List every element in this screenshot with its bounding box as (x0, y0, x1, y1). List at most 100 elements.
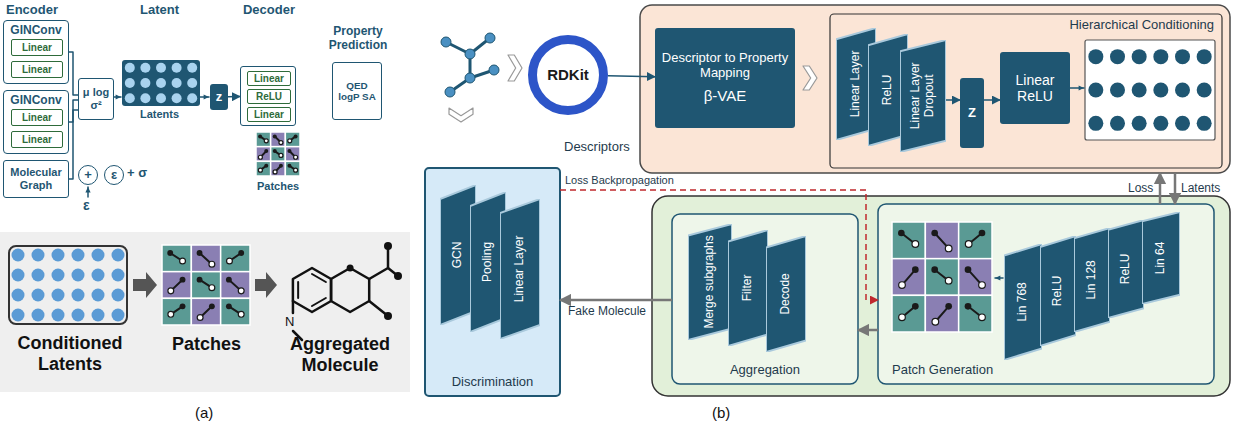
aggregation-panel: AggregationMerge subgraphsFilterDecode (672, 214, 858, 384)
node-text: Descriptor to Property Mapping (659, 51, 791, 81)
atom-dot (932, 318, 939, 325)
patch-cell (925, 259, 958, 296)
text-label: Encoder (6, 3, 58, 18)
atom-dot (226, 303, 232, 309)
patch-cell (959, 259, 992, 296)
layer-block: Linear Layer (500, 199, 540, 339)
latent-dot (187, 78, 197, 88)
inner-outline (830, 14, 1222, 168)
arrow-head (995, 275, 1000, 280)
atom-dot (258, 134, 262, 138)
atom-dot (180, 258, 186, 264)
node-text: GCN (451, 192, 465, 318)
layer-shape (1108, 220, 1144, 318)
node-text: QED logP SA (335, 80, 379, 103)
edge-label: Loss Backpropagation (565, 174, 674, 187)
linear-box: Linear (11, 39, 63, 56)
atom-dot (899, 314, 906, 321)
atom-dot (273, 170, 277, 174)
patch-cell (221, 298, 250, 325)
linear-box: Linear (247, 71, 291, 86)
noise-circle: ε (104, 165, 124, 185)
node-text: Linear Layer (849, 35, 863, 133)
atom-dot (273, 134, 277, 138)
latent-dot (125, 78, 135, 88)
bond-line (292, 301, 295, 313)
latent-dot (112, 249, 125, 262)
atom-dot (441, 37, 451, 47)
text-label: + σ (127, 166, 147, 181)
patch-cell (256, 147, 271, 162)
node-text: GINConv (10, 94, 61, 108)
layer-shape (900, 40, 946, 152)
atom-dot (945, 277, 952, 284)
node-text: Linear (22, 134, 52, 146)
latent-dot (1088, 83, 1103, 98)
layer-shape (728, 230, 768, 346)
edge-label: Loss (1128, 182, 1153, 196)
patch-cell (892, 295, 925, 332)
layer-block: Lin 128 (1074, 228, 1110, 332)
atom-dot (209, 261, 215, 267)
atom-dot (287, 149, 291, 153)
text-label: (a) (195, 404, 213, 421)
patch-cell (959, 222, 992, 259)
decoder-box: DecoderLinearReLULinear (240, 66, 296, 126)
connector (228, 96, 240, 98)
panel-rect (878, 204, 1214, 384)
latent-dot (172, 93, 182, 103)
node-text: Linear ReLU (1004, 72, 1066, 104)
latent-dot (52, 269, 65, 282)
node-heading: Patch Generation (892, 363, 993, 378)
latent-dot (1110, 49, 1125, 64)
latent-dot (112, 269, 125, 282)
node-heading: Hierarchical Conditioning (1069, 18, 1214, 33)
latent-vector-box: Z (960, 78, 984, 148)
patch-cell (221, 272, 250, 299)
node-text: Linear Layer (513, 206, 527, 332)
patch-cell (959, 295, 992, 332)
latent-dot (125, 63, 135, 73)
atom-dot (180, 303, 186, 309)
sum-circle: + (78, 165, 98, 185)
latent-dot (1197, 116, 1212, 131)
atom-dot (258, 168, 262, 172)
molecule-ring (331, 268, 369, 312)
text-label: Patches (172, 334, 241, 355)
panel-background (0, 232, 410, 392)
atom-dot (279, 164, 283, 168)
patch-cell (271, 132, 286, 147)
node-text: Z (968, 106, 976, 121)
latent-dot (72, 269, 85, 282)
patch-cell (162, 245, 191, 272)
latent-dot (32, 249, 45, 262)
atom-dot (168, 311, 174, 317)
latent-dot (1175, 49, 1190, 64)
latent-dot (12, 249, 25, 262)
connector (858, 329, 878, 332)
patch-cell (221, 245, 250, 272)
text-label: N (285, 315, 294, 330)
atom-dot (227, 258, 233, 264)
atom-dot (965, 266, 972, 273)
layer-block: ReLU (1040, 236, 1076, 346)
node-heading: Property Prediction (316, 25, 400, 53)
latent-dot (1197, 83, 1212, 98)
patch-cell (285, 147, 300, 162)
atom-dot (264, 139, 268, 143)
atom-dot (489, 65, 499, 75)
patch-cell (925, 222, 958, 259)
panel-rect (672, 214, 858, 384)
atom-dot (168, 288, 174, 294)
latent-dot (1088, 116, 1103, 131)
latent-dot (1132, 83, 1147, 98)
latent-dot (1175, 83, 1190, 98)
chevron (449, 108, 473, 122)
linear-box: Linear (11, 61, 63, 78)
node-text: z (216, 90, 223, 105)
latent-dot (140, 93, 150, 103)
atom-dot (945, 303, 952, 310)
atom-dot (238, 250, 244, 256)
node-text: Linear (22, 42, 52, 54)
node-text: Linear (254, 73, 284, 85)
